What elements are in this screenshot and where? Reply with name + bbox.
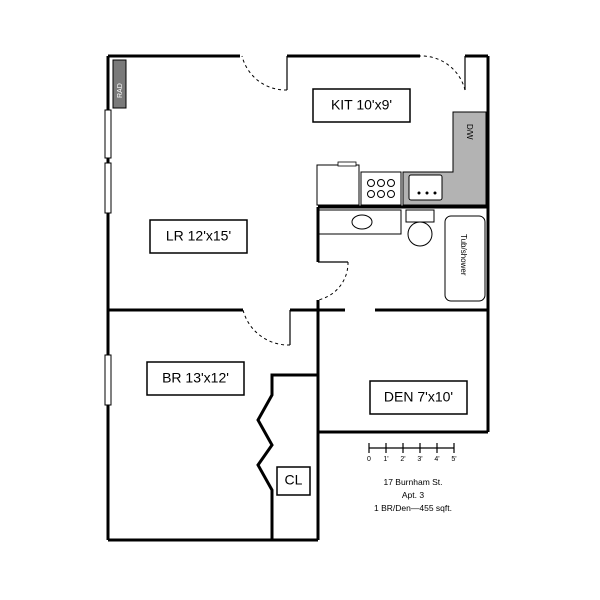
den-label: DEN 7'x10' [384, 389, 453, 405]
bedroom-label: BR 13'x12' [162, 370, 229, 386]
windows [104, 109, 112, 406]
toilet-tank [405, 209, 435, 223]
kitchen-fixtures: D/W [316, 111, 487, 206]
scale-tick-4: 4' [434, 456, 439, 463]
living-room-label: LR 12'x15' [166, 228, 231, 244]
stove [360, 171, 402, 206]
unit-text: Apt. 3 [402, 490, 424, 500]
scale-tick-3: 3' [417, 456, 422, 463]
doors [241, 55, 466, 346]
toilet-bowl [407, 221, 433, 247]
interior-walls [108, 205, 490, 540]
scale-tick-1: 1' [383, 456, 388, 463]
scale-tick-2: 2' [400, 456, 405, 463]
tub [444, 215, 486, 302]
scale-tick-5: 5' [451, 456, 456, 463]
bathroom-fixtures: Tub/shower [318, 209, 486, 302]
closet-label: CL [285, 472, 303, 488]
unit-info: 17 Burnham St. Apt. 3 1 BR/Den—455 sqft. [374, 477, 452, 513]
scale-bar: 0 1' 2' 3' 4' 5' [367, 443, 457, 463]
dishwasher-label: D/W [465, 124, 474, 140]
kitchen-label: KIT 10'x9' [331, 97, 392, 113]
tub-label: Tub/shower [459, 234, 468, 276]
room-labels: KIT 10'x9' LR 12'x15' BR 13'x12' DEN 7'x… [146, 88, 468, 496]
radiator: RAD [112, 59, 127, 109]
address-text: 17 Burnham St. [383, 477, 442, 487]
kitchen-sink [408, 174, 443, 201]
summary-text: 1 BR/Den—455 sqft. [374, 503, 452, 513]
scale-tick-0: 0 [367, 456, 371, 463]
fridge [316, 164, 360, 206]
radiator-label: RAD [117, 83, 124, 98]
